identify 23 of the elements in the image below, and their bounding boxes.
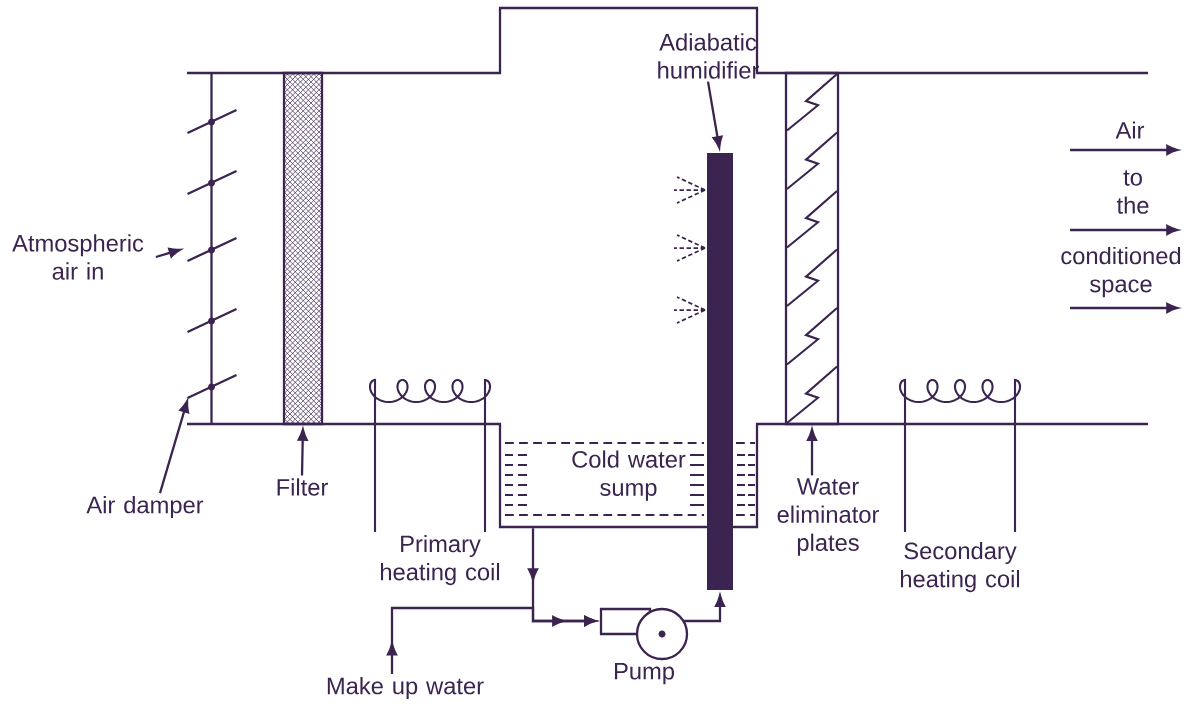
label: Water eliminator plates <box>777 478 879 556</box>
label: Filter <box>277 478 328 496</box>
label: conditioned space <box>1061 246 1181 298</box>
label: Adiabatic humidifier <box>658 33 759 79</box>
label: to the <box>1116 170 1149 214</box>
water-sump: Cold water sump <box>504 442 756 516</box>
filter-box <box>282 71 324 426</box>
label: Primary heating coil <box>381 534 500 586</box>
label: Make up water <box>327 676 484 700</box>
arrow <box>806 428 818 476</box>
arrow <box>706 81 723 149</box>
arrow <box>297 428 308 476</box>
node-label: Pump <box>614 663 674 685</box>
label: Air <box>1115 121 1145 139</box>
label: Secondary heating coil <box>901 541 1020 593</box>
pump-drawing: Pump <box>599 607 689 685</box>
label: Air damper <box>86 495 204 519</box>
damper-drawing <box>187 73 237 424</box>
eliminator-plates <box>784 71 840 426</box>
arrow <box>684 594 726 623</box>
arrow <box>386 606 597 675</box>
arrow <box>158 400 190 494</box>
label: Atmospheric air in <box>12 234 144 280</box>
